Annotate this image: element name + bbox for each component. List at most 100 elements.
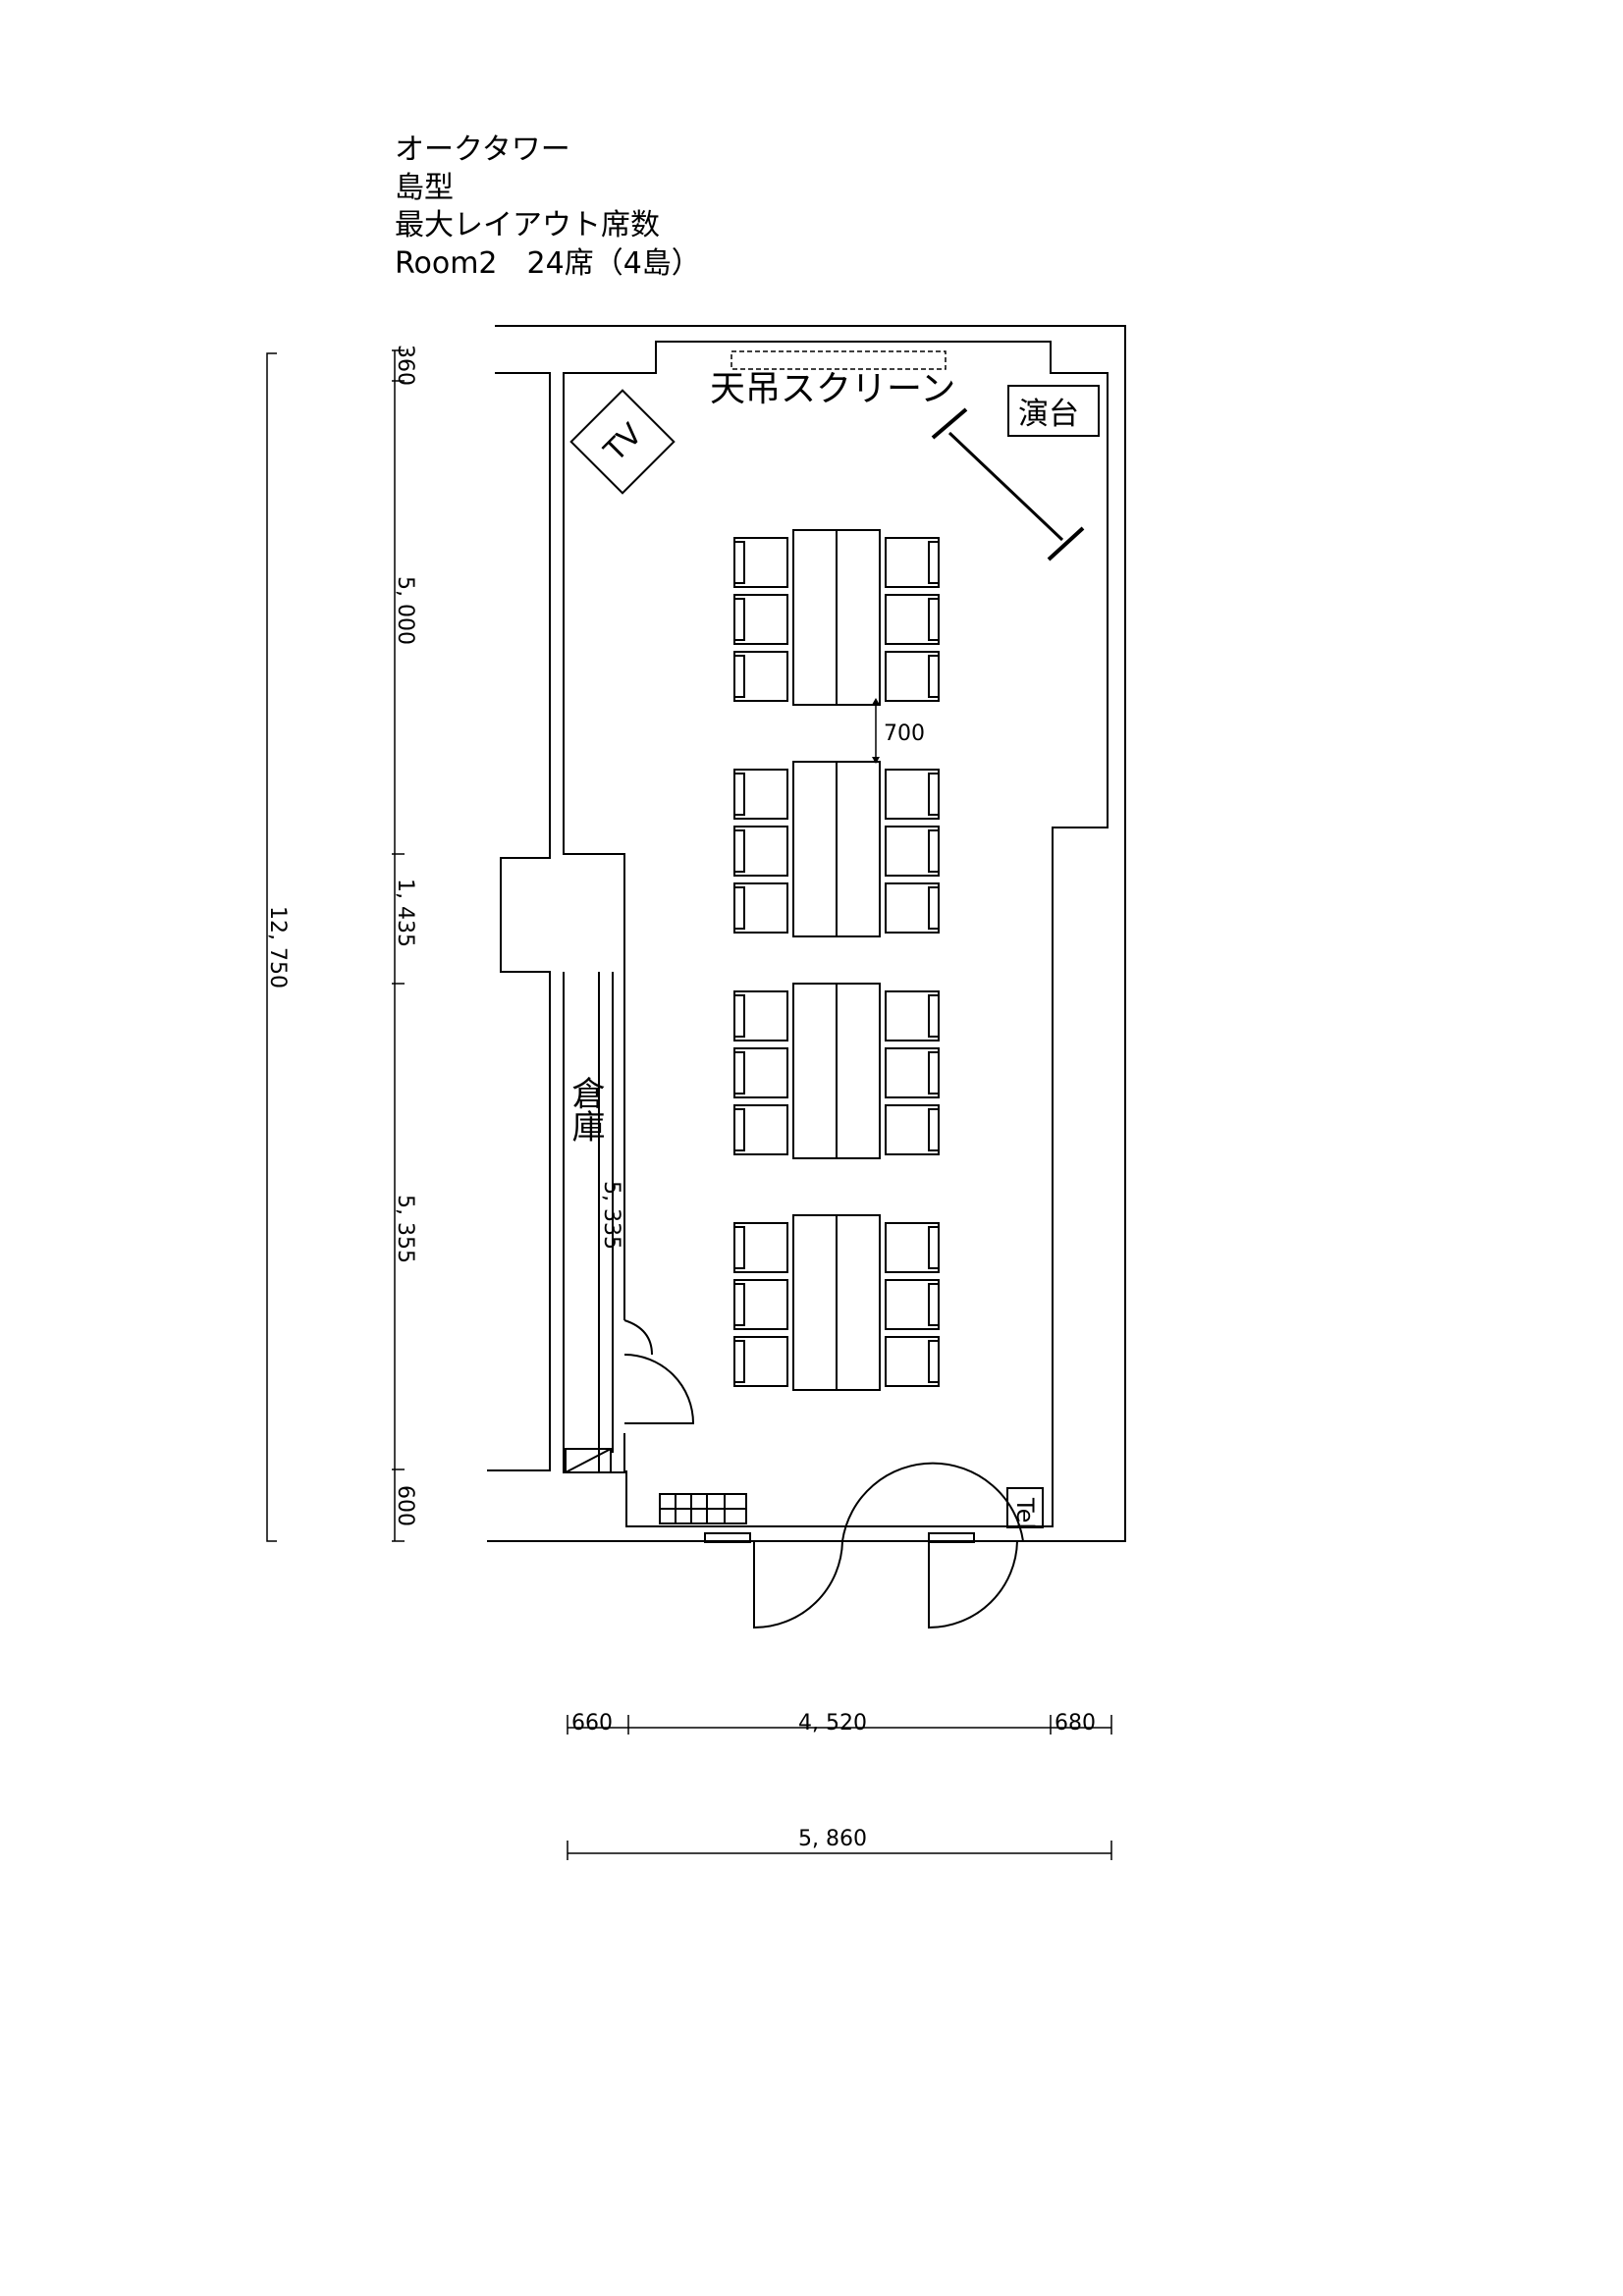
chair (885, 826, 940, 877)
horizontal-dimensions (567, 1715, 1112, 1860)
chair-seat (885, 651, 940, 702)
chair (885, 1222, 940, 1273)
chair-seat (733, 769, 788, 820)
chair-back (733, 886, 745, 930)
chair-seat (733, 1336, 788, 1387)
table-island (733, 983, 940, 1159)
chair-seat (733, 537, 788, 588)
chair (733, 769, 788, 820)
seg-bottom-label: 600 (393, 1485, 417, 1526)
seg-lower-label: 5, 355 (393, 1195, 417, 1263)
chair-back (928, 1340, 940, 1383)
chair (885, 1047, 940, 1098)
tv-label: TV (597, 417, 649, 469)
tel-box (1006, 1487, 1044, 1528)
chair (733, 1047, 788, 1098)
chair-seat (885, 1104, 940, 1155)
table-island (733, 529, 940, 706)
chair-back (733, 541, 745, 584)
chair-seat (733, 651, 788, 702)
ac-unit-icon (659, 1493, 747, 1524)
chair-back (733, 1283, 745, 1326)
chair-back (733, 1108, 745, 1151)
chair-seat (733, 1279, 788, 1330)
podium-label: 演台 (1018, 397, 1079, 432)
chair-back (928, 1283, 940, 1326)
vertical-dimensions (266, 349, 405, 1542)
chair-back (928, 655, 940, 698)
chair-back (733, 1340, 745, 1383)
chair-back (928, 1108, 940, 1151)
chair (733, 594, 788, 645)
chair (885, 882, 940, 934)
chair (733, 882, 788, 934)
chair-seat (885, 537, 940, 588)
chair (733, 1336, 788, 1387)
width-left-label: 660 (571, 1711, 613, 1735)
seg-door-label: 1, 435 (393, 879, 417, 947)
storage-length-label: 5, 335 (599, 1181, 623, 1250)
storage-door (623, 1319, 695, 1424)
total-length-label: 12, 750 (265, 906, 290, 988)
aisle-gap-label: 700 (884, 721, 925, 746)
seg-top-label: 360 (393, 345, 417, 386)
width-right-label: 680 (1055, 1711, 1096, 1735)
table-island (733, 761, 940, 937)
storage-label: 倉庫 (566, 1076, 605, 1143)
chair (885, 769, 940, 820)
entrance-doors (704, 1462, 1024, 1629)
building-name: オークタワー (395, 133, 570, 167)
screen-label: 天吊スクリーン (710, 369, 955, 409)
chair-back (928, 994, 940, 1038)
inner-wall (563, 341, 1109, 1527)
chair-seat (885, 826, 940, 877)
chair-back (928, 541, 940, 584)
chair-back (928, 1226, 940, 1269)
chair-back (733, 829, 745, 873)
chair (733, 1222, 788, 1273)
aisle-dimension (872, 698, 880, 764)
chair (885, 594, 940, 645)
outer-walls (487, 325, 1126, 1542)
chair (885, 537, 940, 588)
chair (733, 826, 788, 877)
chair-seat (885, 769, 940, 820)
chair-back (733, 1051, 745, 1095)
table-island (733, 1214, 940, 1391)
layout-caption: 最大レイアウト席数 (395, 208, 660, 242)
podium-icon (931, 407, 1085, 561)
tel-label: Tel (1011, 1497, 1039, 1529)
title-block: オークタワー 島型 最大レイアウト席数 Room2 24席（4島） (395, 132, 701, 283)
chair-back (733, 655, 745, 698)
chair-back (928, 829, 940, 873)
chair (733, 1104, 788, 1155)
chair-seat (885, 1336, 940, 1387)
chair (733, 537, 788, 588)
chair-seat (733, 826, 788, 877)
chair-seat (885, 1047, 940, 1098)
chair (885, 990, 940, 1041)
chair-seat (733, 594, 788, 645)
chair (733, 1279, 788, 1330)
chair-seat (733, 1104, 788, 1155)
chair-seat (885, 594, 940, 645)
chair (885, 651, 940, 702)
chair-back (733, 1226, 745, 1269)
ceiling-screen (730, 350, 947, 370)
chair-back (733, 598, 745, 641)
chair (885, 1279, 940, 1330)
chair (885, 1336, 940, 1387)
chair-back (733, 994, 745, 1038)
layout-type: 島型 (395, 170, 454, 205)
room-summary: Room2 24席（4島） (395, 245, 701, 281)
chair-seat (733, 1047, 788, 1098)
chair (885, 1104, 940, 1155)
chair-back (733, 773, 745, 816)
chair-seat (885, 882, 940, 934)
chair-seat (885, 1222, 940, 1273)
width-total-label: 5, 860 (798, 1827, 867, 1851)
chair-back (928, 598, 940, 641)
chair (733, 651, 788, 702)
chair-seat (885, 990, 940, 1041)
